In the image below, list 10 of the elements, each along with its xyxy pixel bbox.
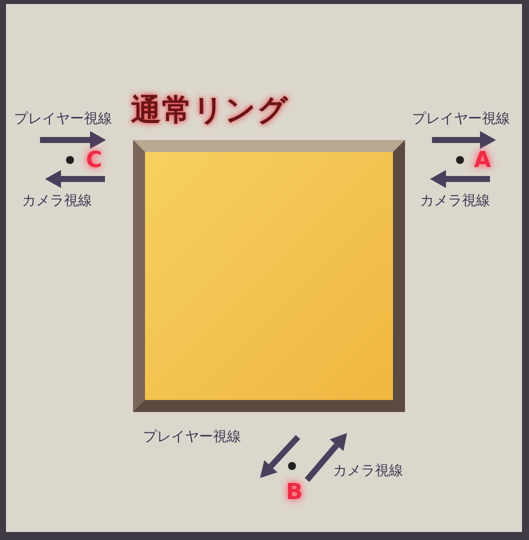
- view-label: カメラ視線: [333, 462, 403, 480]
- ring-title: 通常リング: [131, 92, 289, 130]
- position-letter: A: [474, 148, 492, 173]
- view-label: プレイヤー視線: [14, 110, 112, 128]
- view-label: プレイヤー視線: [143, 428, 241, 446]
- view-label: カメラ視線: [420, 192, 490, 210]
- view-label: プレイヤー視線: [412, 110, 510, 128]
- view-label: カメラ視線: [22, 192, 92, 210]
- position-letter: B: [286, 480, 303, 505]
- position-letter: C: [86, 148, 102, 173]
